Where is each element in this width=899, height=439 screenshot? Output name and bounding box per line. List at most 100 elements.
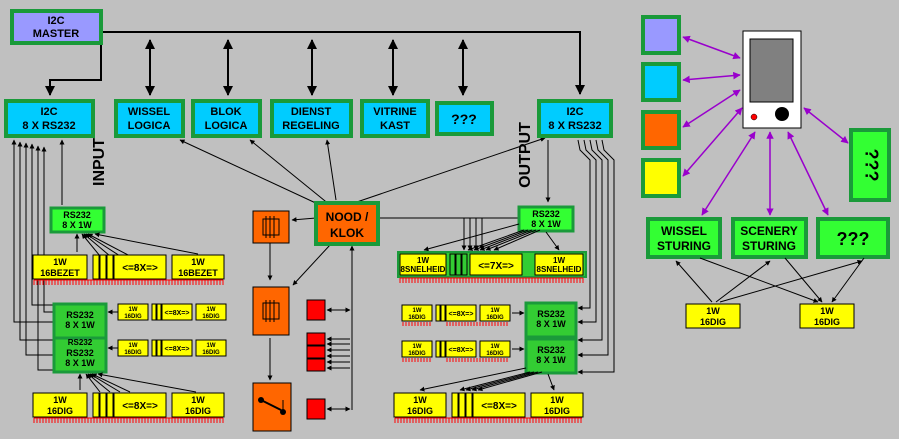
dig-input-right: 1W 16DIG	[171, 392, 225, 418]
bezet-stack: <=8X=>	[92, 254, 167, 280]
dig-out-small-2b-label: 16DIG	[486, 351, 504, 357]
panel-dig-right-1w: 1W	[820, 306, 834, 316]
dig-out-small-1a-1w: 1W	[413, 308, 422, 314]
i2c-master-line2: MASTER	[33, 28, 80, 40]
dig-output-mult: <=8X=>	[481, 401, 517, 412]
dig-input-mult: <=8X=>	[122, 401, 158, 412]
wissel-sturing-line1: WISSEL	[661, 224, 707, 238]
bezet-mult: <=8X=>	[122, 263, 158, 274]
rs232-output-middle-line1: RS232	[537, 309, 565, 319]
relay-column	[306, 299, 351, 420]
snel-mult: <=7X=>	[478, 261, 514, 272]
rs232-input-middle-line2: 8 X 1W	[65, 320, 95, 330]
i2c-input-line1: I2C	[40, 106, 57, 118]
bezet-right-label: 16BEZET	[178, 268, 218, 278]
dig-out-small-2a-1w: 1W	[413, 344, 422, 350]
vitrine-kast-line1: VITRINE	[373, 106, 416, 118]
rs232-input-partial: RS232	[68, 338, 93, 347]
dig-out-small-1-mult: <=8X=>	[449, 311, 474, 318]
rs232-output-top-line2: 8 X 1W	[531, 219, 561, 229]
dig-small-2b-1w: 1W	[207, 343, 216, 349]
dig-output-right-1w: 1W	[550, 395, 564, 405]
dig-output-left: 1W 16DIG	[393, 392, 447, 418]
unknown-vertical-box: ???	[849, 128, 891, 202]
signal-lines	[59, 137, 551, 410]
dig-out-small-1b-label: 16DIG	[486, 315, 504, 321]
snel-right-label: 8SNELHEID	[537, 265, 582, 274]
vitrine-kast-line2: KAST	[380, 120, 410, 132]
dig-input-left-label: 16DIG	[47, 406, 73, 416]
dig-small-1a-1w: 1W	[129, 307, 138, 313]
dig-out-small-pins	[402, 322, 508, 362]
i2c-input-box: I2C 8 X RS232	[4, 99, 95, 138]
snel-right-1w: 1W	[553, 256, 565, 265]
vitrine-kast-box: VITRINE KAST	[360, 99, 430, 138]
panel-dig-left-label: 16DIG	[700, 317, 726, 327]
color-square-cyan	[641, 62, 681, 102]
bezet-pins	[33, 279, 224, 285]
dig-out-small-2b-1w: 1W	[491, 344, 500, 350]
wissel-logica-box: WISSEL LOGICA	[114, 99, 185, 138]
dig-small-1b-label: 16DIG	[202, 314, 220, 320]
dig-output-pins	[394, 417, 582, 423]
i2c-output-line1: I2C	[566, 106, 583, 118]
input-label: INPUT	[91, 138, 108, 186]
rs232-output-top-line1: RS232	[532, 209, 560, 219]
panel-dig-right-label: 16DIG	[814, 317, 840, 327]
rs232-output-bottom-line1: RS232	[537, 345, 565, 355]
rs232-input-fan	[74, 232, 199, 257]
rs232-input-top: RS232 8 X 1W	[49, 206, 106, 234]
color-square-orange	[641, 110, 681, 150]
panel-links	[675, 257, 865, 303]
dig-small-1-mult: <=8X=>	[165, 310, 190, 317]
i2c-master-box: I2C MASTER	[10, 9, 103, 45]
unknown-vertical-label: ???	[861, 149, 881, 182]
dig-input-left: 1W 16DIG	[32, 392, 88, 418]
rs232-output-fan	[423, 218, 560, 252]
dig-output-stack: <=8X=>	[451, 392, 526, 418]
input-bundle	[11, 139, 58, 371]
dig-out-small-row-1: 1W 16DIG <=8X=> 1W 16DIG	[401, 304, 511, 322]
blok-logica-box: BLOK LOGICA	[191, 99, 262, 138]
main-bus	[45, 31, 585, 96]
dig-input-left-1w: 1W	[53, 395, 67, 405]
dig-output-left-1w: 1W	[413, 395, 427, 405]
i2c-output-box: I2C 8 X RS232	[537, 99, 613, 138]
dig-small-2a-1w: 1W	[129, 343, 138, 349]
rs232-output-top: RS232 8 X 1W	[517, 205, 575, 233]
rs232-input-bottom: RS232 RS232 8 X 1W	[52, 336, 108, 374]
unknown-top-box: ???	[435, 101, 494, 136]
dig-small-row-1: 1W 16DIG <=8X=> 1W 16DIG	[117, 303, 227, 321]
rs232-input-bottom-line1: RS232	[66, 348, 94, 358]
scenery-sturing-box: SCENERY STURING	[731, 217, 808, 259]
scenery-sturing-line2: STURING	[742, 239, 796, 253]
dienst-regeling-line2: REGELING	[282, 120, 339, 132]
violet-links	[682, 35, 849, 216]
bezet-left-1w: 1W	[53, 257, 67, 267]
chip-lower	[252, 286, 290, 336]
bezet-right-1w: 1W	[191, 257, 205, 267]
dig-out-small-2a-label: 16DIG	[408, 351, 426, 357]
blok-logica-line2: LOGICA	[205, 120, 248, 132]
color-square-lavender	[641, 15, 681, 55]
bezet-right: 1W 16BEZET	[171, 254, 225, 280]
unknown-panel-label: ???	[837, 229, 870, 249]
rs232-input-top-line1: RS232	[63, 210, 91, 220]
dig-small-2-mult: <=8X=>	[165, 346, 190, 353]
wissel-sturing-line2: STURING	[657, 239, 711, 253]
wissel-sturing-box: WISSEL STURING	[646, 217, 722, 259]
nood-klok-line2: KLOK	[330, 226, 364, 240]
output-label: OUTPUT	[517, 122, 534, 188]
output-bundle	[577, 139, 615, 375]
handheld-device	[742, 30, 802, 129]
wissel-logica-line1: WISSEL	[128, 106, 170, 118]
dig-small-1b-1w: 1W	[207, 307, 216, 313]
panel-dig-left-1w: 1W	[706, 306, 720, 316]
snel-left-label: 8SNELHEID	[401, 265, 446, 274]
rs232-output-middle: RS232 8 X 1W	[524, 301, 578, 339]
dig-out-small-1a-label: 16DIG	[408, 315, 426, 321]
rs232-input-middle-line1: RS232	[66, 310, 94, 320]
nood-klok-box: NOOD / KLOK	[314, 201, 380, 246]
dig-output-right: 1W 16DIG	[530, 392, 584, 418]
